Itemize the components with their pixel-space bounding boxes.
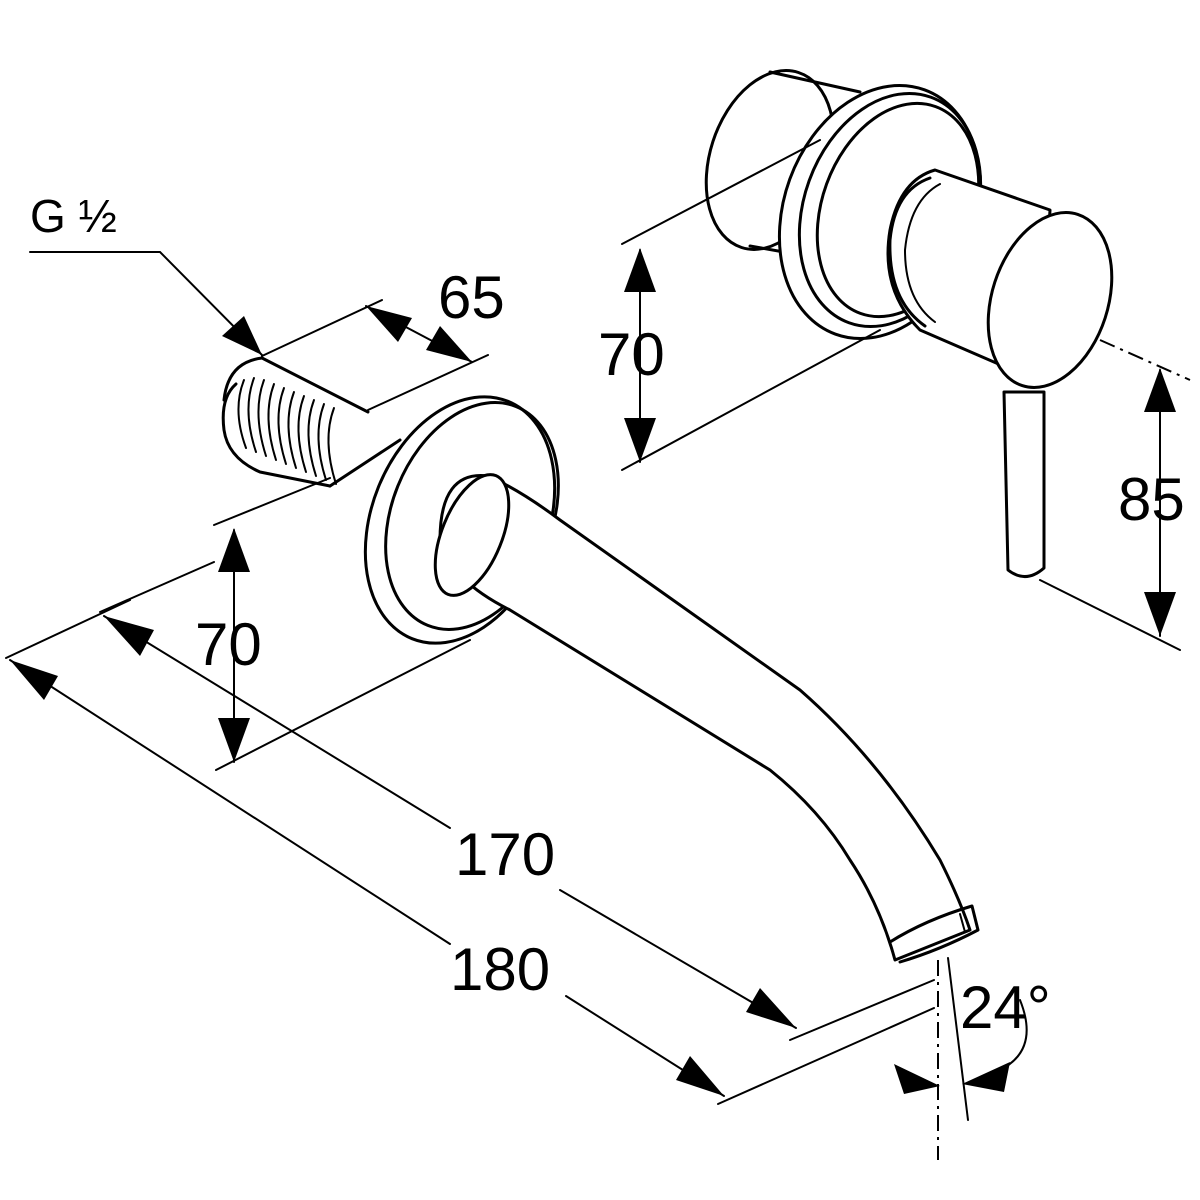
mixer-assembly bbox=[704, 69, 1114, 578]
threaded-connector bbox=[221, 356, 402, 488]
mixer-lever bbox=[1002, 390, 1046, 578]
dimension-lines bbox=[5, 139, 1191, 1160]
spout-assembly bbox=[221, 356, 980, 964]
label-spout-height: 70 bbox=[195, 611, 262, 678]
thread-leader bbox=[29, 251, 263, 356]
label-mixer-height: 70 bbox=[598, 321, 665, 388]
spout-body bbox=[433, 473, 980, 964]
dim-180-line-a bbox=[9, 659, 451, 945]
label-projection-170: 170 bbox=[455, 821, 555, 888]
label-projection-180: 180 bbox=[450, 936, 550, 1003]
label-pipe-length: 65 bbox=[438, 264, 505, 331]
dim-170-line-a bbox=[103, 615, 451, 829]
mixer-handle-face bbox=[986, 211, 1114, 389]
label-thread: G ½ bbox=[30, 190, 117, 242]
label-lever-length: 85 bbox=[1118, 466, 1185, 533]
label-angle: 24° bbox=[960, 974, 1051, 1041]
dimension-labels: G ½ 65 70 170 180 24° 70 85 bbox=[30, 190, 1185, 1041]
